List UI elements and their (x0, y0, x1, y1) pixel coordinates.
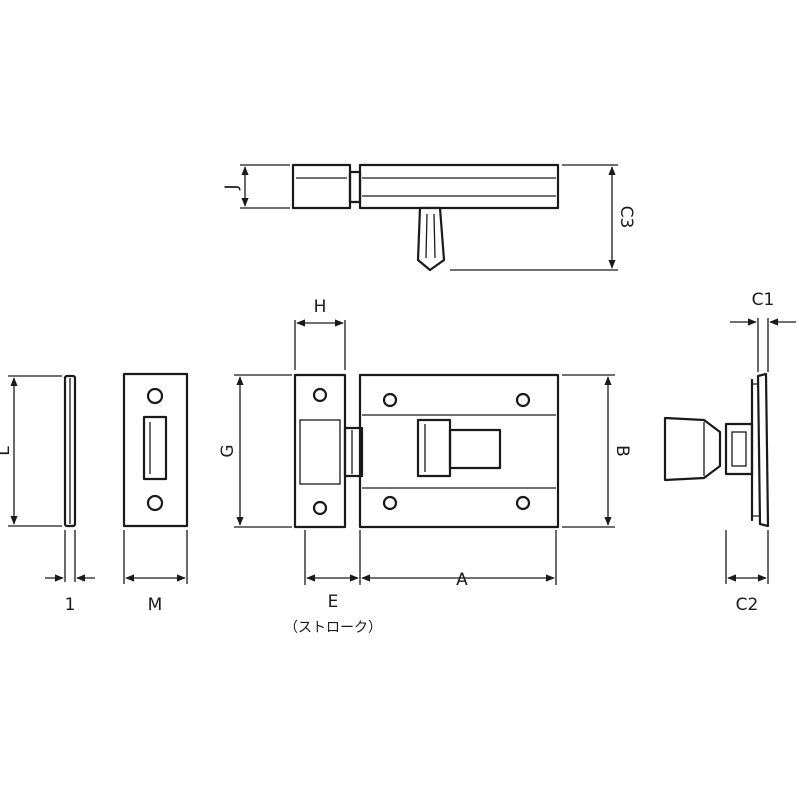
top-view: J C3 (222, 163, 636, 272)
side-plate (756, 372, 770, 528)
front-view: H G B E （ストローク） A (218, 297, 632, 636)
top-keeper-block (291, 163, 352, 210)
screw-hole-bottom (146, 494, 164, 512)
body-screw-bottom-left (382, 495, 398, 511)
dim-label-A: A (456, 570, 468, 590)
dim-label-G: G (218, 444, 238, 457)
bolt-body (358, 373, 560, 529)
dim-label-E: E (328, 592, 339, 612)
dim-label-C3: C3 (616, 206, 636, 229)
bolt-receiver-slot (142, 415, 168, 481)
side-view: C1 C2 (663, 290, 796, 615)
strike-plate-front-view: M (122, 372, 189, 615)
dim-label-M: M (148, 595, 163, 615)
dim-label-1: 1 (65, 595, 76, 615)
top-bolt-stub (348, 170, 362, 204)
bolt-tip (343, 426, 364, 478)
strike-plate (122, 372, 189, 528)
dim-label-L: L (0, 446, 14, 456)
bolt-handle (416, 418, 452, 478)
side-collar (724, 422, 754, 476)
keeper (293, 373, 347, 529)
side-knob (663, 416, 722, 482)
screw-hole-top (146, 387, 164, 405)
body-screw-top-right (515, 392, 531, 408)
keeper-screw-top (312, 387, 328, 403)
keeper-screw-bottom (312, 500, 328, 516)
stroke-note: （ストローク） (284, 620, 382, 636)
dim-label-C2: C2 (736, 595, 759, 615)
body-screw-top-left (382, 392, 398, 408)
dim-label-B: B (612, 445, 632, 457)
top-knob (416, 206, 446, 272)
dim-label-C1: C1 (752, 290, 775, 310)
top-body (358, 163, 560, 210)
dim-label-J: J (222, 184, 242, 190)
dim-label-H: H (314, 297, 327, 317)
bolt-shaft (448, 428, 502, 470)
body-screw-bottom-right (515, 495, 531, 511)
strike-plate-edge-view: L 1 (0, 374, 95, 615)
plate-edge (63, 374, 77, 528)
